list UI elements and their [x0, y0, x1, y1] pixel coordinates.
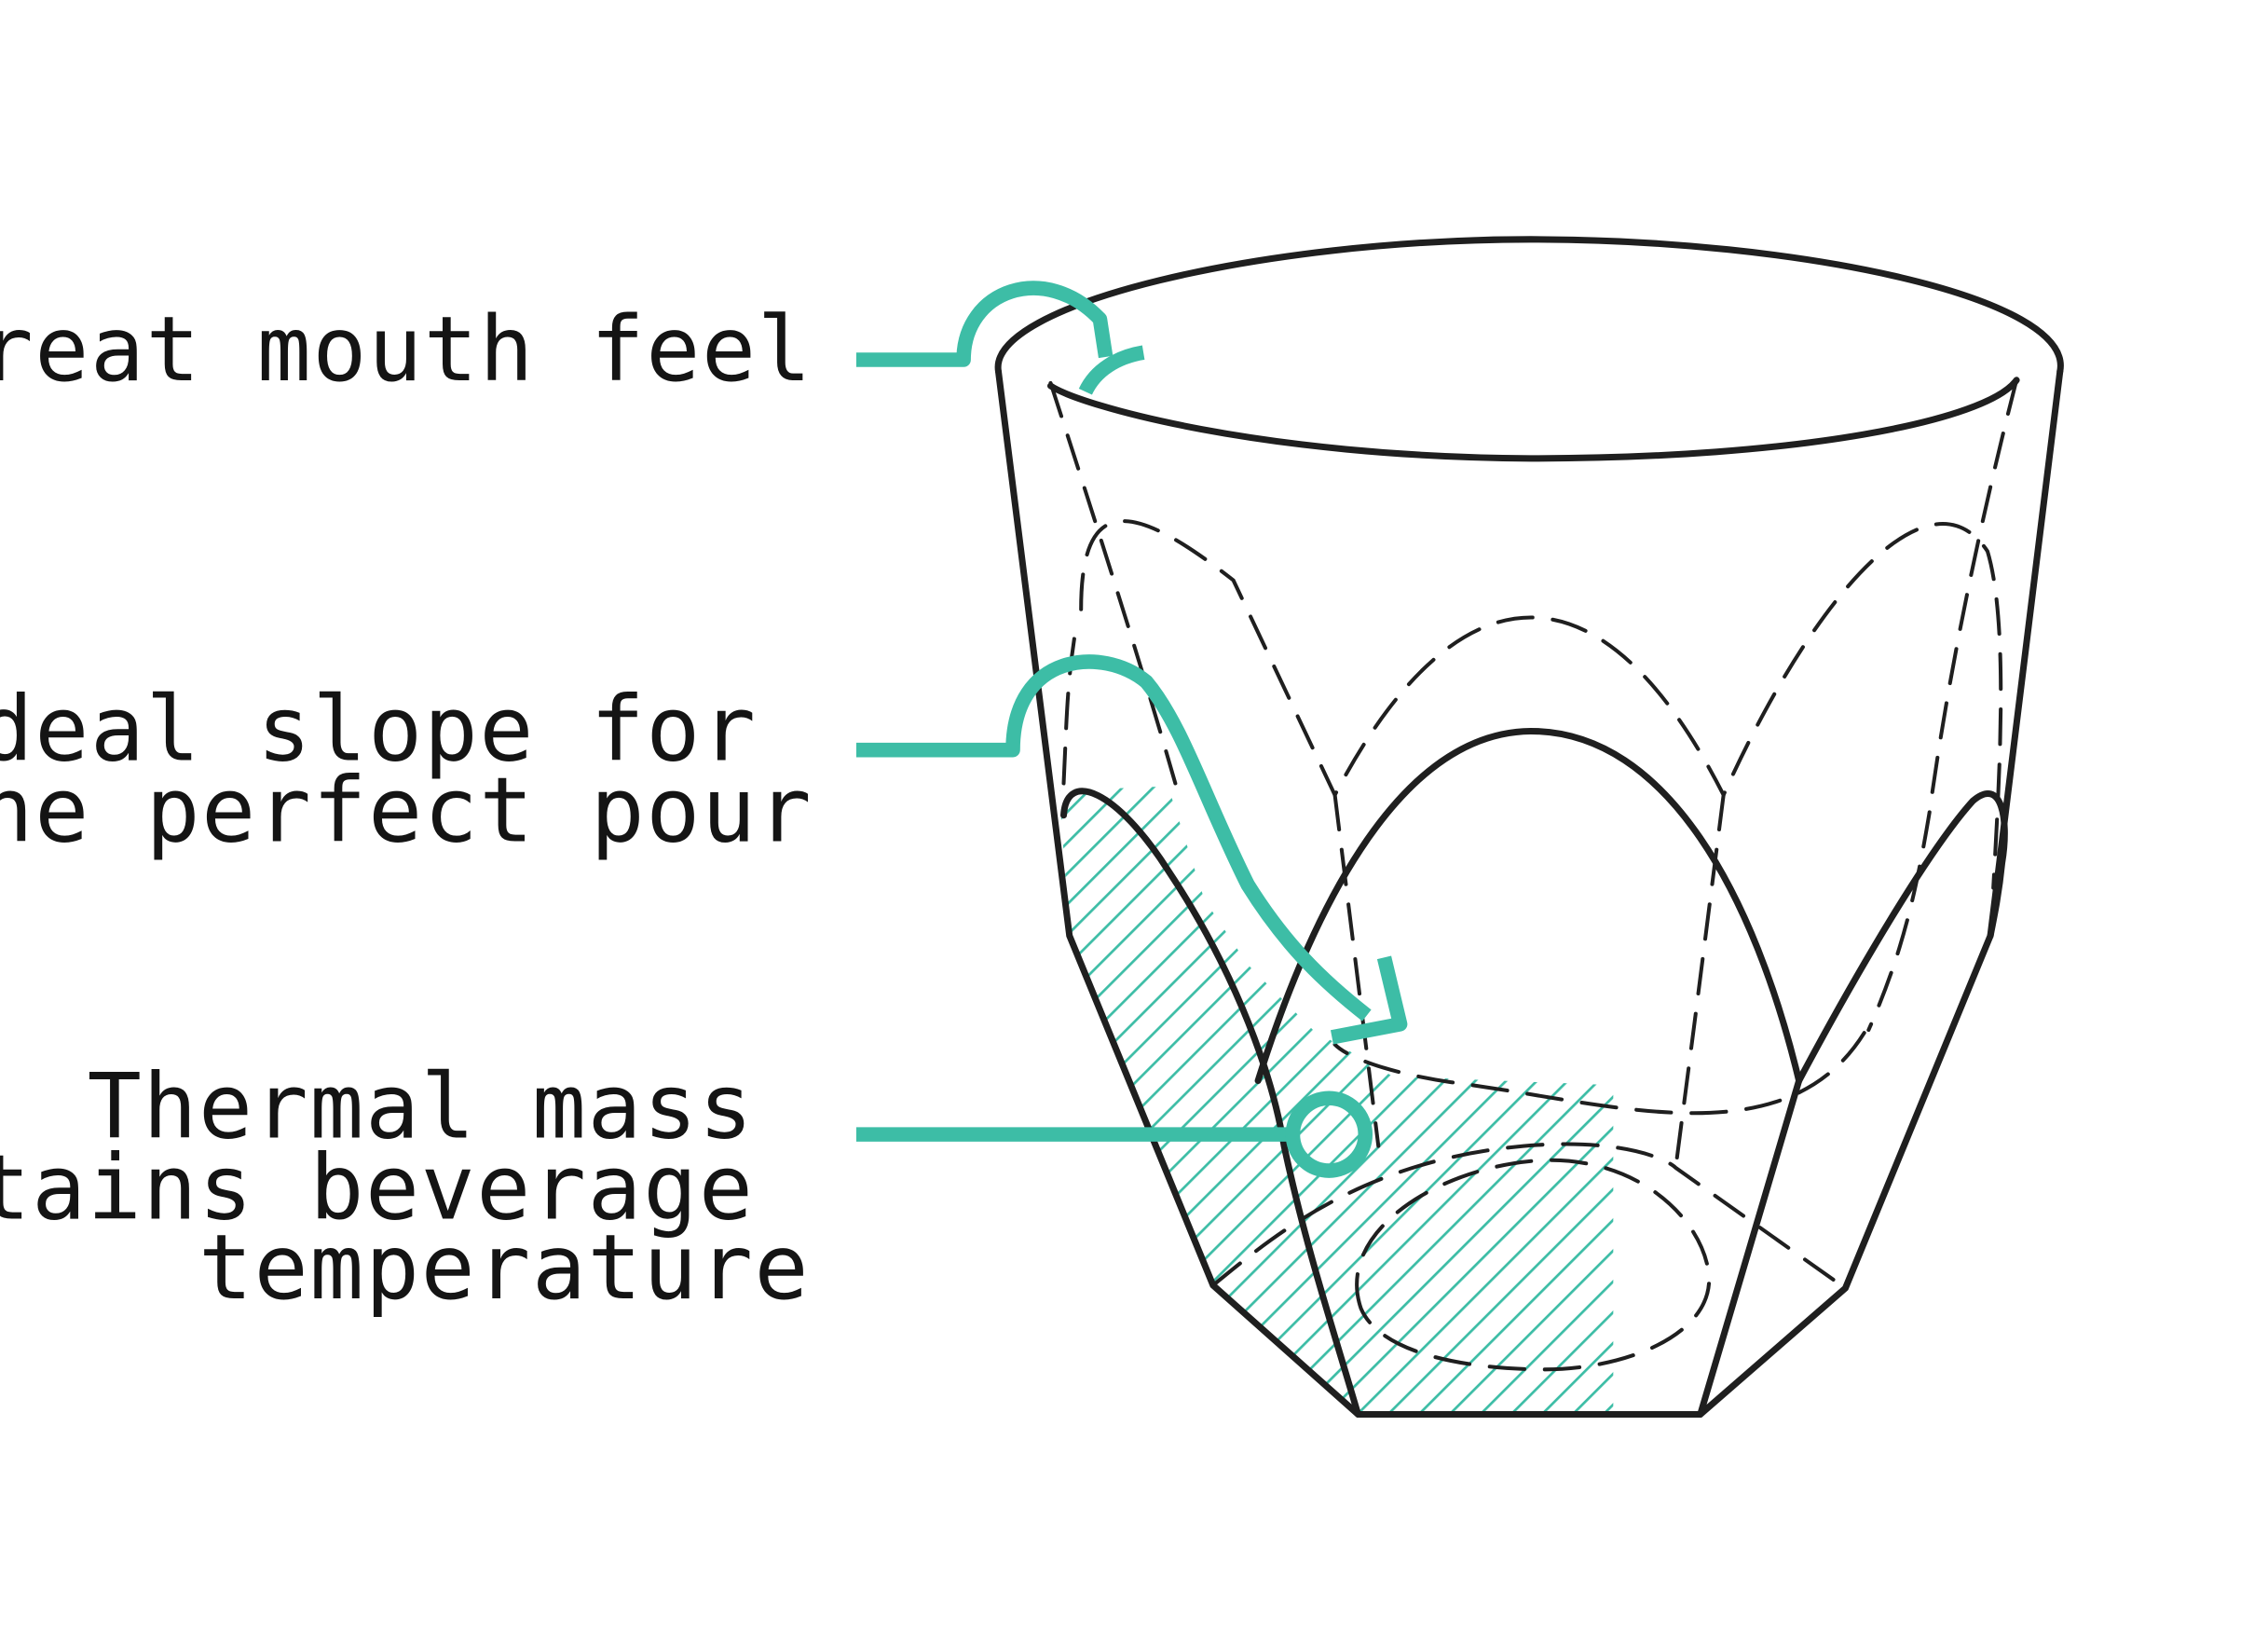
cup-outline	[994, 236, 2064, 1419]
callout-mouth-feel: Great mouth feel	[0, 296, 813, 402]
callout-slope: Ideal slope for the perfect pour	[0, 677, 813, 863]
callout-thermal-mass-line-1: Thermal mass	[88, 1053, 755, 1159]
thermal-mass-marker	[1285, 1090, 1373, 1178]
callout-thermal-mass-line-2: maintains beverage	[0, 1134, 754, 1240]
slope-leader	[855, 654, 1408, 1045]
callout-thermal-mass: Thermal mass maintains beverage temperat…	[0, 1053, 810, 1320]
callout-slope-line-2: the perfect pour	[0, 758, 813, 863]
callout-slope-line-1: Ideal slope for	[0, 677, 758, 782]
callout-mouth-feel-line-1: Great mouth feel	[0, 296, 813, 402]
mouth-feel-leader	[855, 281, 1145, 395]
callout-thermal-mass-line-3: temperature	[198, 1214, 810, 1320]
thermal-mass-leader	[855, 1090, 1373, 1178]
cup-hidden-edges	[1048, 377, 2019, 1372]
